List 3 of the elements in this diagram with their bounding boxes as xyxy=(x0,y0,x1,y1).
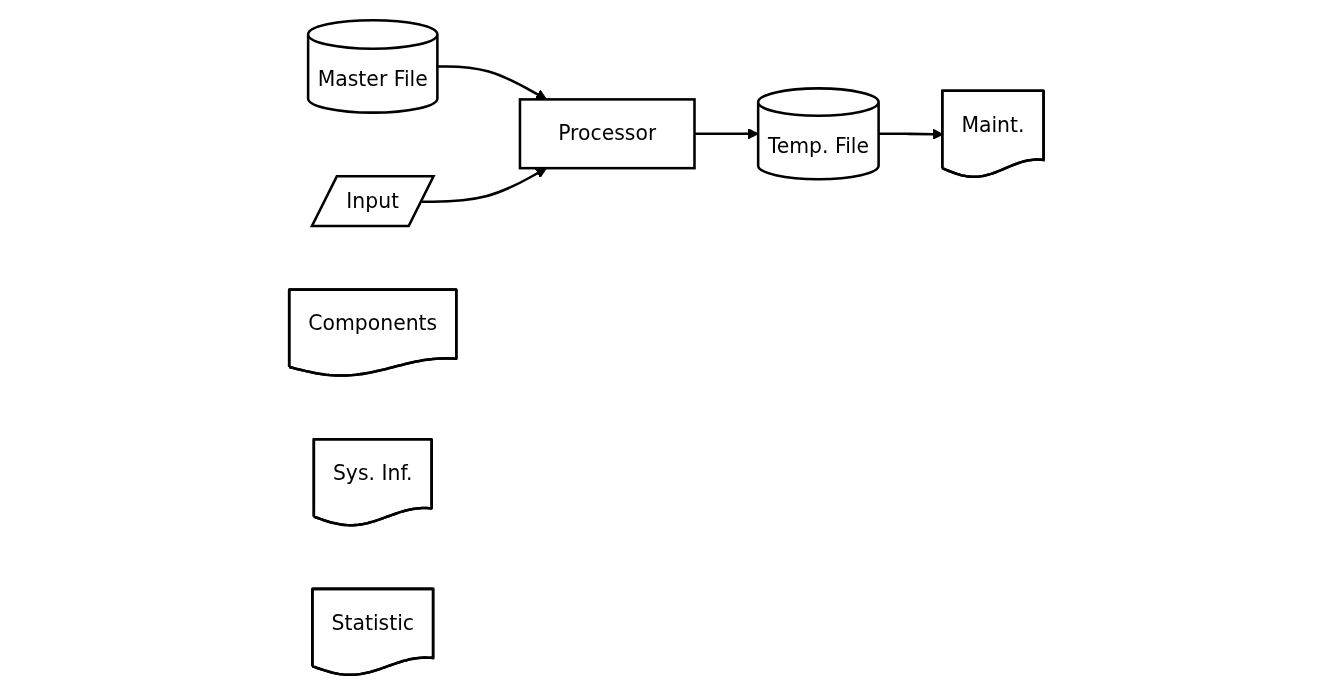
arrow xyxy=(437,65,548,100)
arrow xyxy=(694,128,759,140)
node-box: Processor xyxy=(518,98,696,170)
